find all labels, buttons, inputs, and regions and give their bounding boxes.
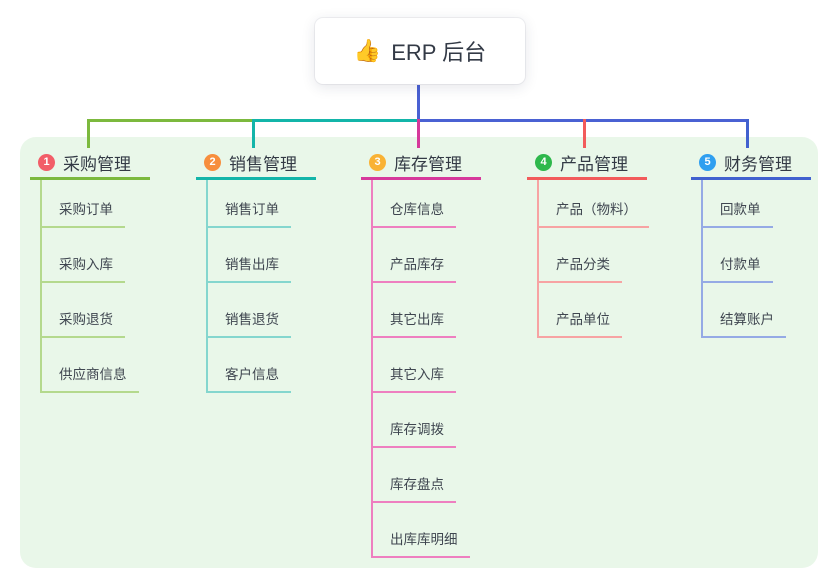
- connector-horizontal-green: [87, 119, 253, 122]
- root-node[interactable]: 👍 ERP 后台: [315, 18, 525, 84]
- branch-title-product[interactable]: 4 产品管理: [527, 147, 647, 180]
- connector-drop-inventory: [417, 119, 420, 148]
- child-node[interactable]: 销售订单: [208, 180, 291, 228]
- branch-number-badge: 1: [38, 153, 55, 171]
- child-node[interactable]: 采购退货: [42, 283, 125, 338]
- thumbs-up-icon: 👍: [353, 38, 382, 63]
- branch-purchase: 1 采购管理 采购订单 采购入库 采购退货 供应商信息: [30, 147, 150, 393]
- connector-drop-sales: [252, 119, 255, 148]
- branch-children: 销售订单 销售出库 销售退货 客户信息: [206, 180, 291, 393]
- child-node[interactable]: 供应商信息: [42, 338, 139, 393]
- child-node[interactable]: 付款单: [703, 228, 773, 283]
- branch-number-badge: 4: [535, 153, 552, 171]
- branch-title-finance[interactable]: 5 财务管理: [691, 147, 811, 180]
- branch-label: 库存管理: [394, 154, 462, 174]
- branch-label: 销售管理: [229, 154, 297, 174]
- child-node[interactable]: 销售出库: [208, 228, 291, 283]
- connector-horizontal-teal: [253, 119, 418, 122]
- child-node[interactable]: 采购订单: [42, 180, 125, 228]
- branch-inventory: 3 库存管理 仓库信息 产品库存 其它出库 其它入库 库存调拨 库存盘点 出库库…: [361, 147, 481, 558]
- child-node[interactable]: 回款单: [703, 180, 773, 228]
- child-node[interactable]: 产品分类: [539, 228, 622, 283]
- branches-panel: [20, 137, 818, 568]
- branch-title-purchase[interactable]: 1 采购管理: [30, 147, 150, 180]
- child-node[interactable]: 其它出库: [373, 283, 456, 338]
- branch-children: 仓库信息 产品库存 其它出库 其它入库 库存调拨 库存盘点 出库库明细: [371, 180, 470, 558]
- connector-drop-product: [583, 119, 586, 148]
- child-node[interactable]: 采购入库: [42, 228, 125, 283]
- branch-number-badge: 2: [204, 153, 221, 171]
- branch-children: 回款单 付款单 结算账户: [701, 180, 786, 338]
- root-label: ERP 后台: [391, 40, 487, 65]
- child-node[interactable]: 库存调拨: [373, 393, 456, 448]
- branch-title-sales[interactable]: 2 销售管理: [196, 147, 316, 180]
- branch-number-badge: 3: [369, 153, 386, 171]
- connector-root-vertical: [417, 84, 420, 121]
- branch-label: 采购管理: [63, 154, 131, 174]
- branch-children: 采购订单 采购入库 采购退货 供应商信息: [40, 180, 139, 393]
- child-node[interactable]: 产品（物料）: [539, 180, 649, 228]
- child-node[interactable]: 产品库存: [373, 228, 456, 283]
- branch-sales: 2 销售管理 销售订单 销售出库 销售退货 客户信息: [196, 147, 316, 393]
- branch-title-inventory[interactable]: 3 库存管理: [361, 147, 481, 180]
- child-node[interactable]: 仓库信息: [373, 180, 456, 228]
- branch-children: 产品（物料） 产品分类 产品单位: [537, 180, 649, 338]
- child-node[interactable]: 结算账户: [703, 283, 786, 338]
- branch-number-badge: 5: [699, 153, 716, 171]
- child-node[interactable]: 其它入库: [373, 338, 456, 393]
- child-node[interactable]: 产品单位: [539, 283, 622, 338]
- branch-label: 财务管理: [724, 154, 792, 174]
- branch-product: 4 产品管理 产品（物料） 产品分类 产品单位: [527, 147, 649, 338]
- child-node[interactable]: 客户信息: [208, 338, 291, 393]
- child-node[interactable]: 库存盘点: [373, 448, 456, 503]
- child-node[interactable]: 出库库明细: [373, 503, 470, 558]
- child-node[interactable]: 销售退货: [208, 283, 291, 338]
- branch-finance: 5 财务管理 回款单 付款单 结算账户: [691, 147, 811, 338]
- branch-label: 产品管理: [560, 154, 628, 174]
- connector-drop-finance: [746, 119, 749, 148]
- connector-drop-purchase: [87, 119, 90, 148]
